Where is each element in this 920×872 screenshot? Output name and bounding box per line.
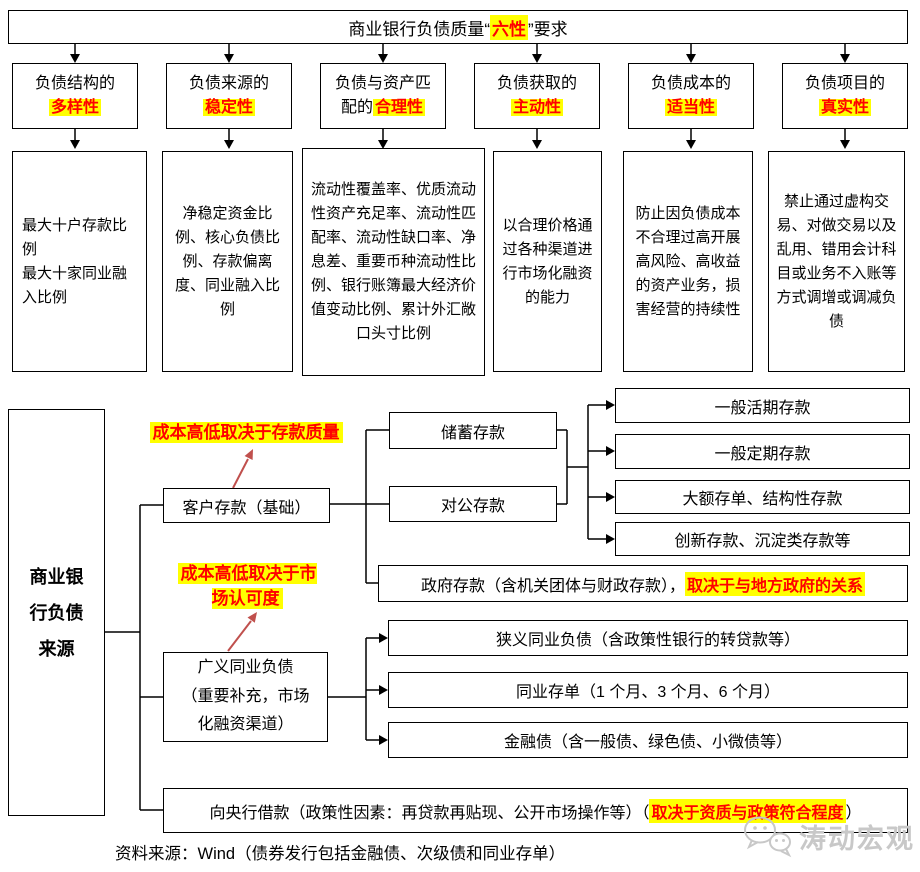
interbank-cd-box: 同业存单（1 个月、3 个月、6 个月） [388, 672, 908, 708]
requirement-line2: 配的合理性 [340, 98, 426, 119]
requirement-line1: 负债成本的 [650, 74, 731, 92]
title-highlight: 六性 [490, 14, 528, 40]
deposit-type-demand-box: 一般活期存款 [615, 388, 910, 423]
deposit-type-innovative-box: 创新存款、沉淀类存款等 [615, 522, 910, 556]
title-suffix: ”要求 [528, 19, 568, 39]
watermark-text: 涛动宏观 [799, 823, 915, 854]
liability-sources-root-box: 商业银 行负债 来源 [8, 409, 105, 816]
requirement-line1: 负债获取的 [496, 74, 577, 92]
requirement-box-initiative: 负债获取的 主动性 [474, 63, 600, 129]
line2-prefix: 配的 [340, 98, 373, 116]
detail-box-authenticity: 禁止通过虚构交易、对做交易以及乱用、错用会计科目或业务不入账等方式调增或调减负债 [768, 151, 905, 372]
annotation-text: 成本高低取决于存款质量 [149, 422, 343, 443]
central-bank-text: 向央行借款（政策性因素：再贷款再贴现、公开市场操作等）（ [209, 804, 650, 822]
interbank-liability-box: 广义同业负债 （重要补充，市场 化融资渠道） [163, 652, 328, 742]
requirement-line2: 适当性 [664, 98, 717, 119]
detail-box-initiative: 以合理价格通过各种渠道进行市场化融资的能力 [493, 151, 602, 372]
requirement-line2: 多样性 [48, 98, 101, 119]
customer-deposit-box: 客户存款（基础） [163, 488, 330, 523]
requirement-highlight: 合理性 [373, 98, 426, 116]
requirement-highlight: 多样性 [48, 98, 101, 116]
requirement-highlight: 适当性 [664, 98, 717, 116]
detail-box-stability: 净稳定资金比例、核心负债比例、存款偏离度、同业融入比例 [162, 151, 293, 372]
annotation-market-recognition: 成本高低取决于市 场认可度 [172, 562, 322, 611]
diagram-title-box: 商业银行负债质量“六性”要求 [8, 10, 908, 44]
requirement-highlight: 真实性 [818, 98, 871, 116]
requirement-line2: 真实性 [818, 98, 871, 119]
requirement-highlight: 主动性 [510, 98, 563, 116]
central-bank-suffix: ） [845, 804, 862, 822]
title-text: 商业银行负债质量“ [348, 19, 490, 39]
corporate-deposit-box: 对公存款 [389, 486, 557, 522]
requirement-line2: 稳定性 [202, 98, 255, 119]
requirement-line1: 负债来源的 [188, 74, 269, 92]
chat-bubbles-icon [744, 816, 792, 858]
requirement-box-authenticity: 负债项目的 真实性 [782, 63, 908, 129]
financial-bond-box: 金融债（含一般债、绿色债、小微债等） [388, 722, 908, 758]
requirement-box-rationality: 负债与资产匹 配的合理性 [320, 63, 446, 129]
government-deposit-text: 政府存款（含机关团体与财政存款）， [420, 577, 685, 595]
government-deposit-highlight: 取决于与地方政府的关系 [685, 571, 866, 596]
detail-box-appropriateness: 防止因负债成本不合理过高开展高风险、高收益的资产业务，损害经营的持续性 [623, 151, 753, 372]
deposit-type-time-box: 一般定期存款 [615, 434, 910, 469]
requirement-line1: 负债项目的 [804, 74, 885, 92]
data-source-note: 资料来源：Wind（债券发行包括金融债、次级债和同业存单） [115, 845, 566, 863]
central-bank-borrowing-box: 向央行借款（政策性因素：再贷款再贴现、公开市场操作等）（取决于资质与政策符合程度… [163, 788, 908, 833]
requirement-box-stability: 负债来源的 稳定性 [166, 63, 292, 129]
government-deposit-box: 政府存款（含机关团体与财政存款），取决于与地方政府的关系 [378, 565, 908, 602]
watermark: 涛动宏观 [742, 814, 915, 858]
requirement-highlight: 稳定性 [202, 98, 255, 116]
detail-box-rationality: 流动性覆盖率、优质流动性资产充足率、流动性匹配率、流动性缺口率、净息差、重要币种… [302, 148, 485, 376]
narrow-interbank-box: 狭义同业负债（含政策性银行的转贷款等） [388, 620, 908, 656]
annotation-deposit-quality: 成本高低取决于存款质量 [140, 421, 352, 446]
requirement-line1: 负债结构的 [34, 74, 115, 92]
central-bank-highlight: 取决于资质与政策符合程度 [649, 798, 846, 823]
requirement-line1: 负债与资产匹 [334, 74, 431, 92]
annotation-text: 成本高低取决于市 场认可度 [177, 563, 317, 609]
requirement-line2: 主动性 [510, 98, 563, 119]
requirement-box-diversity: 负债结构的 多样性 [12, 63, 138, 129]
deposit-type-cd-structured-box: 大额存单、结构性存款 [615, 480, 910, 514]
detail-box-diversity: 最大十户存款比例 最大十家同业融入比例 [12, 151, 147, 372]
requirement-box-appropriateness: 负债成本的 适当性 [628, 63, 754, 129]
savings-deposit-box: 储蓄存款 [389, 412, 557, 449]
